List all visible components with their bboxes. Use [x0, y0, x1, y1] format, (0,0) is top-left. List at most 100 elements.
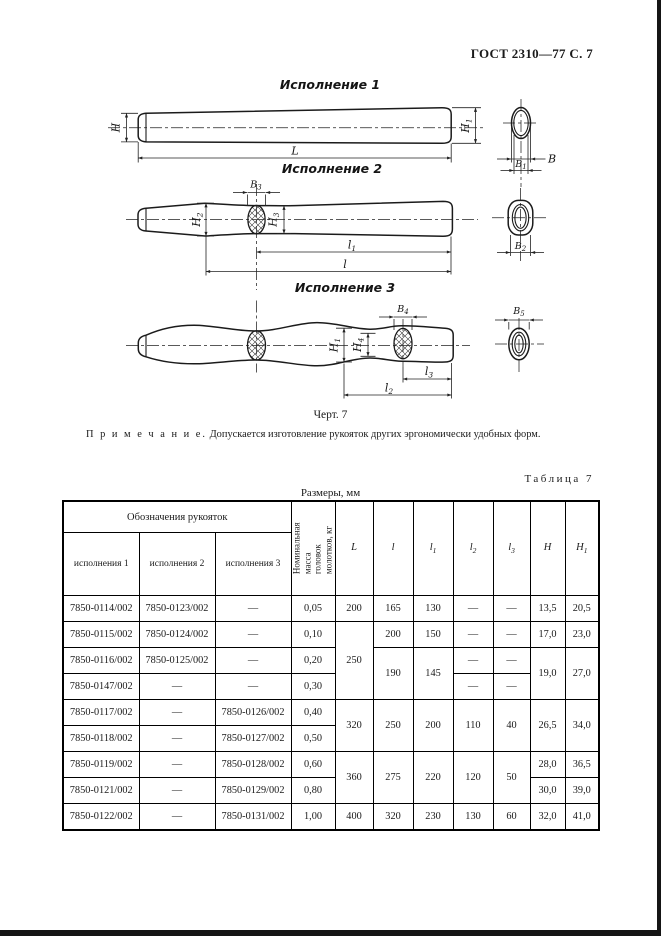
- dim-label-l: l: [343, 258, 347, 271]
- table-cell: —: [138, 751, 216, 778]
- table-cell: 17,0: [529, 621, 566, 648]
- table-row: 7850-0121/002 — 7850-0129/002 0,80 30,0 …: [62, 777, 600, 804]
- designations-header: Обозначения рукояток: [62, 500, 292, 533]
- dim-label-L: L: [290, 145, 298, 158]
- figure-title-1: Исполнение 1: [280, 77, 380, 92]
- note-text: Допускается изготовление рукояток других…: [207, 429, 541, 440]
- table-header-row-2: исполнения 1 исполнения 2 исполнения 3: [62, 532, 599, 596]
- table-cell: —: [214, 621, 292, 648]
- table-cell: 50: [492, 751, 531, 804]
- table-cell: 19,0: [529, 647, 566, 700]
- table-cell: 165: [372, 595, 414, 622]
- col-header-l3: l3: [492, 500, 531, 596]
- table-cell: 0,40: [290, 699, 336, 726]
- note-label: П р и м е ч а н и е.: [86, 429, 207, 440]
- dim-label-B1: В1: [514, 159, 526, 171]
- table-cell: 0,50: [290, 725, 336, 752]
- table-cell: 0,10: [290, 621, 336, 648]
- table-cell: 36,5: [564, 751, 600, 778]
- handle-variant-1: Н Н1 L: [108, 106, 483, 163]
- table-cell: —: [138, 673, 216, 700]
- table-cell: 200: [334, 595, 374, 622]
- table-cell: 190: [372, 647, 414, 700]
- handle-variant-2: В3 Н2 Н3 l1 l: [126, 180, 478, 290]
- table-cell: 130: [452, 803, 494, 830]
- table-cell: 27,0: [564, 647, 600, 700]
- table-row: 7850-0119/002 — 7850-0128/002 0,60 360 2…: [62, 751, 600, 804]
- table-cell: 7850-0129/002: [214, 777, 292, 804]
- table-row: 7850-0122/002 — 7850-0131/002 1,00 400 3…: [62, 803, 600, 830]
- table-cell: 400: [334, 803, 374, 830]
- cross-section-1: В В1: [497, 99, 556, 187]
- col-header-l: l: [372, 500, 414, 596]
- table-cell: 26,5: [529, 699, 566, 752]
- table-cell: —: [452, 647, 494, 674]
- col-header-l1: l1: [412, 500, 454, 596]
- table-cell: 41,0: [564, 803, 600, 830]
- col-header-H1: H1: [564, 500, 600, 596]
- table-cell: 7850-0131/002: [214, 803, 292, 830]
- table-cell: 120: [452, 751, 494, 804]
- table-cell: 320: [372, 803, 414, 830]
- mass-header-text: Номинальная масса головок молотков, кг: [291, 522, 334, 575]
- table-cell: —: [138, 777, 216, 804]
- table-cell: 7850-0126/002: [214, 699, 292, 726]
- figure-title-3: Исполнение 3: [295, 280, 395, 295]
- table-cell: —: [138, 803, 216, 830]
- sub-header-isp1: исполнения 1: [62, 532, 140, 596]
- dim-label-H4: Н4: [351, 337, 366, 353]
- table-row: 7850-0116/002 7850-0125/002 — 0,20 190 1…: [62, 647, 600, 700]
- table-header-row-1: Обозначения рукояток Номинальная масса г…: [62, 500, 600, 596]
- table-cell: 250: [372, 699, 414, 752]
- table-cell: 7850-0147/002: [62, 673, 140, 700]
- table-cell: 34,0: [564, 699, 600, 752]
- dim-label-H3: Н3: [267, 212, 282, 228]
- col-header-L: L: [334, 500, 374, 596]
- figure-7-drawing: Исполнение 1 Н Н1 L В: [108, 77, 556, 399]
- table-cell: 32,0: [529, 803, 566, 830]
- table-cell: —: [492, 621, 531, 648]
- table-cell: 30,0: [529, 777, 566, 804]
- table-cell: 110: [452, 699, 494, 752]
- figure-caption: Черт. 7: [313, 409, 348, 421]
- table-cell: 7850-0116/002: [62, 647, 140, 674]
- cross-section-2: В2: [492, 188, 549, 261]
- dim-label-H: Н: [110, 122, 123, 133]
- table-cell: 7850-0118/002: [62, 725, 140, 752]
- table-cell: —: [452, 673, 494, 700]
- table-cell: 230: [412, 803, 454, 830]
- figure-note: П р и м е ч а н и е. Допускается изготов…: [86, 429, 540, 440]
- table-cell: 200: [372, 621, 414, 648]
- table-cell: 0,30: [290, 673, 336, 700]
- table-cell: 7850-0127/002: [214, 725, 292, 752]
- page-header: ГОСТ 2310—77 С. 7: [470, 46, 593, 61]
- table-cell: —: [214, 673, 292, 700]
- dim-label-l3: l3: [425, 365, 434, 380]
- table-cell: —: [214, 595, 292, 622]
- sub-header-isp2: исполнения 2: [138, 532, 216, 596]
- table-cell: 0,80: [290, 777, 336, 804]
- table-cell: 7850-0122/002: [62, 803, 140, 830]
- table-row: 7850-0118/002 — 7850-0127/002 0,50: [62, 725, 599, 752]
- dim-label-H1-v3: Н1: [328, 338, 343, 353]
- dim-label-H1: Н1: [459, 118, 474, 133]
- table-cell: 20,5: [564, 595, 600, 622]
- dim-label-B: В: [547, 153, 556, 166]
- table-cell: —: [492, 647, 531, 674]
- table-cell: 7850-0128/002: [214, 751, 292, 778]
- table-cell: 7850-0124/002: [138, 621, 216, 648]
- table-cell: —: [452, 595, 494, 622]
- table-cell: 130: [412, 595, 454, 622]
- table-cell: 220: [412, 751, 454, 804]
- table-cell: 1,00: [290, 803, 336, 830]
- table-cell: 7850-0119/002: [62, 751, 140, 778]
- table-cell: 275: [372, 751, 414, 804]
- table-cell: —: [214, 647, 292, 674]
- table-caption: Таблица 7: [524, 473, 594, 485]
- dim-label-l2: l2: [385, 382, 394, 397]
- dimensions-table: Обозначения рукояток Номинальная масса г…: [62, 500, 601, 831]
- table-cell: 23,0: [564, 621, 600, 648]
- table-row: 7850-0147/002 — — 0,30 — —: [62, 673, 599, 700]
- table-cell: 360: [334, 751, 374, 804]
- table-cell: —: [492, 673, 531, 700]
